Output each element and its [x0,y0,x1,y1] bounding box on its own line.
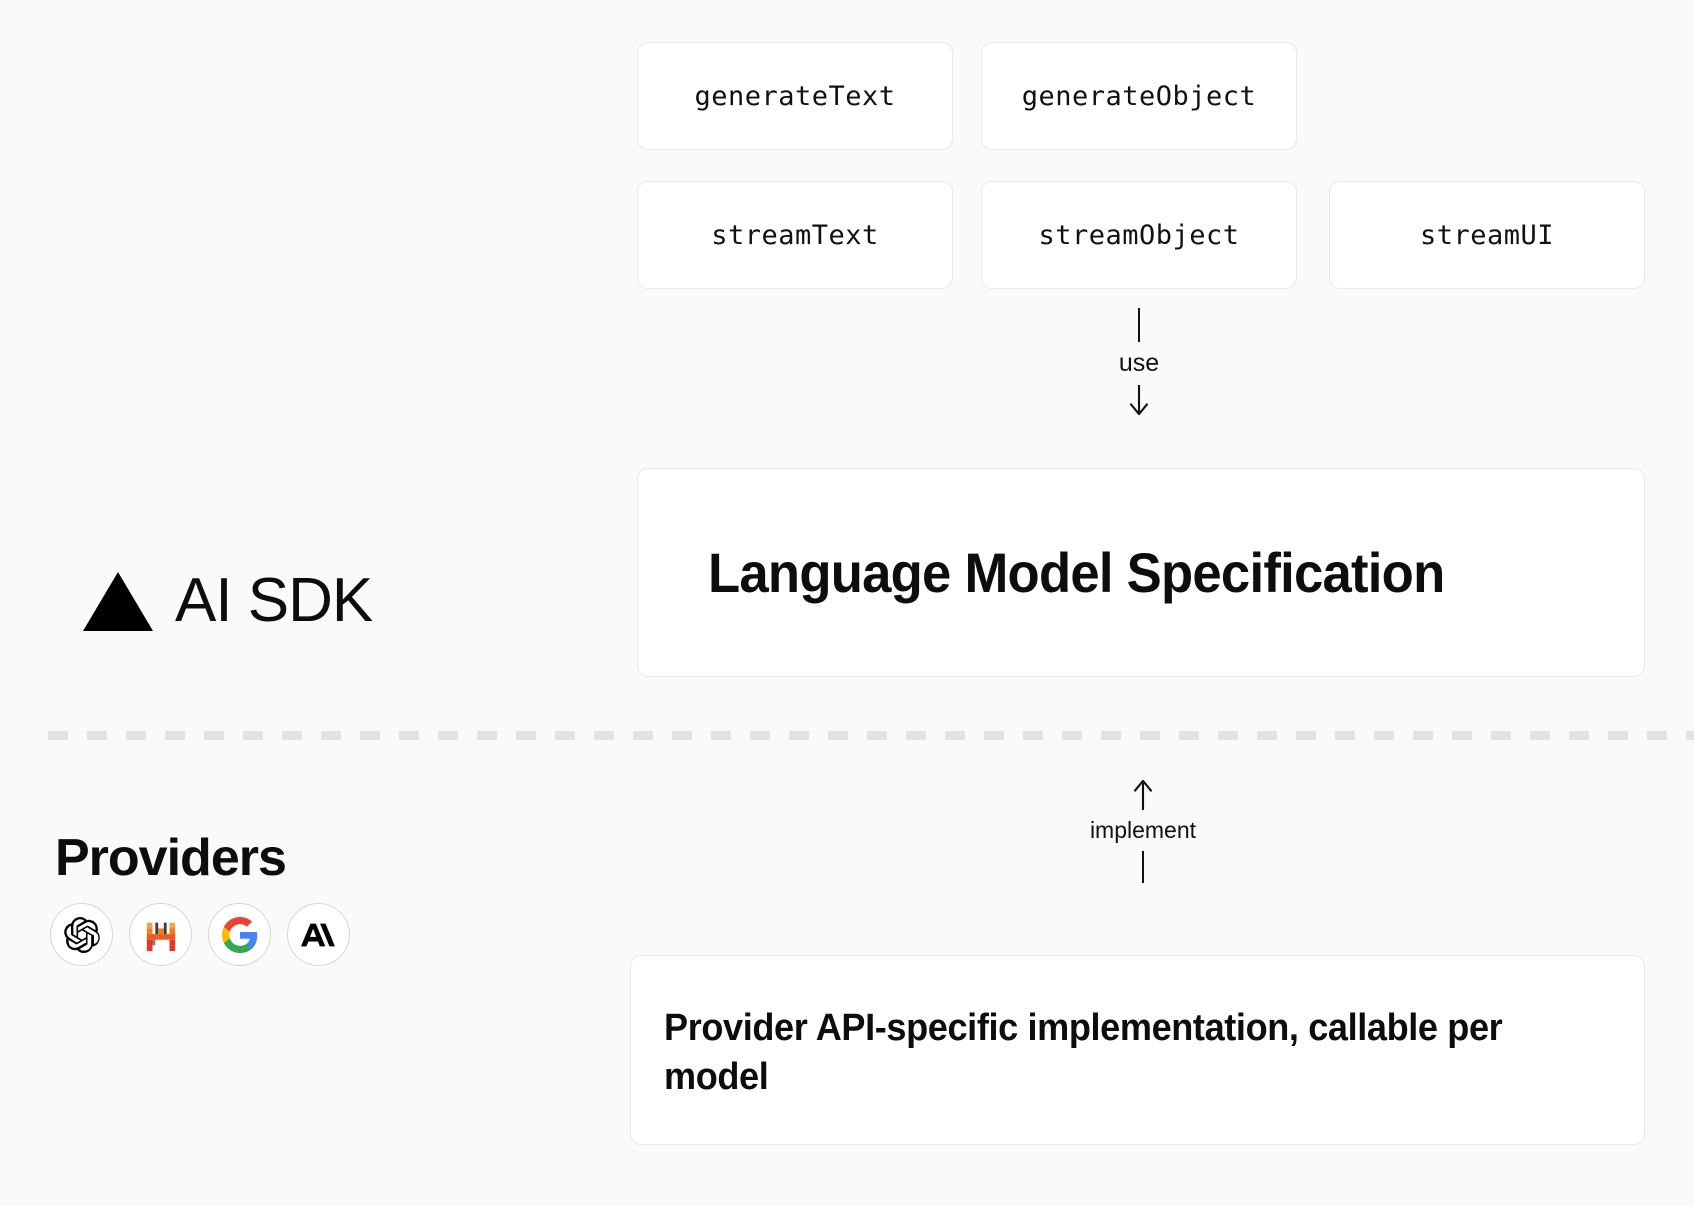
openai-logo-icon [63,916,100,953]
provider-implementation-box: Provider API-specific implementation, ca… [630,955,1645,1145]
arrow-down-icon [1130,385,1148,415]
mistral-logo-icon [146,922,175,951]
anthropic-logo-icon [300,923,335,946]
provider-logo-list [50,903,350,966]
function-card-label: generateObject [1021,80,1257,112]
connector-line-top [1138,308,1140,342]
use-connector-label: use [1118,349,1160,377]
vercel-triangle-icon [83,571,153,631]
provider-logo-openai[interactable] [50,903,113,966]
language-model-specification-box: Language Model Specification [637,468,1645,677]
arrow-up-icon [1134,780,1152,810]
layer-divider [48,731,1694,740]
ai-sdk-layer-label: AI SDK [83,566,373,635]
function-card-stream-ui[interactable]: streamUI [1329,181,1645,289]
implement-connector: implement [1068,780,1218,883]
function-card-stream-object[interactable]: streamObject [981,181,1297,289]
function-card-label: generateText [694,80,896,112]
provider-implementation-text: Provider API-specific implementation, ca… [664,1007,1503,1098]
implement-connector-label: implement [1089,817,1197,843]
function-card-label: streamUI [1419,219,1555,251]
provider-logo-anthropic[interactable] [287,903,350,966]
function-card-stream-text[interactable]: streamText [637,181,953,289]
google-logo-icon [221,916,257,953]
providers-heading: Providers [55,829,287,887]
provider-logo-mistral[interactable] [129,903,192,966]
provider-logo-google[interactable] [208,903,271,966]
function-card-label: streamObject [1038,219,1240,251]
function-card-label: streamText [711,219,879,251]
connector-line-bottom [1142,851,1144,883]
function-card-generate-text[interactable]: generateText [637,42,953,150]
specification-title: Language Model Specification [708,541,1445,604]
ai-sdk-label-text: AI SDK [175,566,373,635]
function-card-generate-object[interactable]: generateObject [981,42,1297,150]
use-connector: use [1084,308,1194,415]
